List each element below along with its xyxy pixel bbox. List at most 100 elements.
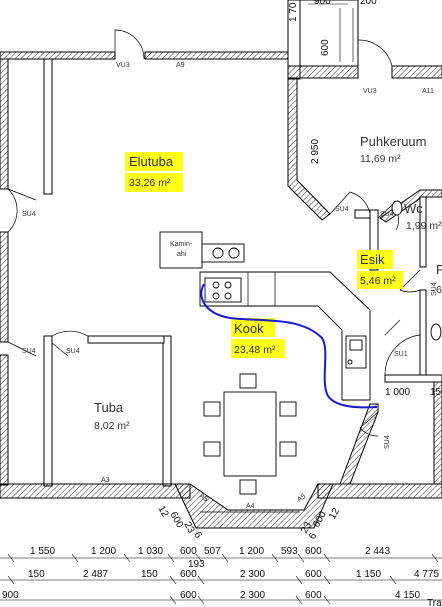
chair (239, 373, 257, 389)
code-vu3-top: VU3 (116, 62, 130, 69)
wall-wc-left (369, 209, 379, 271)
kitchen (159, 200, 442, 495)
kaminahi-line1: Kamin- (170, 241, 193, 248)
toilet (391, 200, 403, 216)
wall-inner-left-lower (43, 335, 53, 487)
wall-bottom-right (317, 483, 442, 499)
dim-r2-2: 150 (141, 569, 158, 580)
door-esik (399, 269, 421, 293)
room-esik-area: 5,46 m² (360, 275, 396, 287)
dining-table (223, 391, 277, 477)
dim-r1-7: 600 (305, 546, 322, 557)
code-su4-wc: SU4 (380, 211, 394, 218)
wall-right-exterior (433, 381, 442, 485)
dim-r1-8: 2 443 (365, 546, 390, 557)
dim-r3-1: 600 (180, 590, 197, 601)
wall-inner-left-upper (43, 58, 53, 195)
dim-r2-3: 600 (180, 569, 197, 580)
dim-bay-left-6: 6 (191, 530, 204, 541)
dim-r1-4: 507 (204, 546, 221, 557)
dim-r1-193: 193 (188, 559, 205, 570)
top-recess (299, 0, 359, 67)
highlight-elutuba-area (125, 173, 183, 192)
code-su4-left-upper: SU4 (22, 211, 36, 218)
wall-top-far-right (391, 65, 442, 79)
wall-wc-right (419, 196, 427, 268)
walls (0, 0, 442, 529)
dim-r2-5: 600 (305, 569, 322, 580)
dim-right-1000: 1 000 (385, 387, 410, 398)
code-a11: A11 (422, 88, 434, 95)
dim-bay-left-12: 12 (155, 504, 170, 520)
wall-bottom-left (0, 483, 191, 499)
highlight-esik-area (357, 271, 403, 289)
code-a3: A3 (101, 477, 110, 484)
room-wc-area: 1,99 m² (406, 220, 442, 232)
dim-bay-right-6: 6 (307, 531, 320, 542)
code-su4-left-lower: SU4 (22, 348, 36, 355)
chair (279, 401, 297, 417)
wall-tuba-right (162, 335, 172, 487)
wall-top-left (0, 51, 116, 60)
dim-top-600: 600 (320, 39, 331, 56)
dim-r1-1: 1 200 (91, 546, 116, 557)
fixture-right (430, 323, 442, 341)
room-kook-name: Kook (234, 321, 264, 336)
code-su4-tuba: SU4 (66, 348, 80, 355)
door-lower-right (359, 411, 379, 437)
door-top (114, 29, 145, 60)
dim-bay-right-12: 12 (327, 506, 342, 522)
room-p-area: 6 (436, 284, 442, 296)
door-left-upper (7, 188, 37, 233)
door-su1 (384, 319, 421, 376)
wall-top-middle (144, 51, 289, 60)
wall-puhkeruum-bottom (354, 209, 371, 219)
kitchen-counter (199, 271, 371, 401)
room-wc-name: Wc (404, 201, 423, 216)
dim-r2-0: 150 (28, 569, 45, 580)
code-a5-left: A5 (198, 493, 209, 504)
dim-r2-7: 4 775 (414, 569, 439, 580)
wall-puhkeruum-left (287, 77, 331, 221)
code-a5-right: A5 (296, 493, 307, 504)
dim-corner-text: Tra (427, 598, 442, 607)
highlight-elutuba-name (125, 152, 183, 171)
wall-left-middle (0, 231, 9, 343)
dim-bay-right-23: 23 (299, 520, 314, 536)
code-su4-puhkeruum: SU4 (335, 206, 349, 213)
dim-r1-3: 600 (180, 546, 197, 557)
dim-bay-left-23: 23 (181, 520, 196, 536)
room-esik-name: Esik (360, 252, 385, 267)
dim-top-900: 900 (314, 0, 331, 7)
dim-r2-4: 2 300 (240, 569, 265, 580)
wall-left-lower (0, 354, 9, 486)
room-elutuba-area: 33,26 m² (129, 177, 171, 189)
door-top-right (357, 39, 393, 67)
door-puhkeruum (329, 191, 371, 215)
wall-esik-right (419, 289, 427, 381)
chair (203, 441, 221, 457)
bay-window (174, 483, 334, 529)
highlight-kook-area (231, 339, 285, 358)
dim-2950: 2 950 (310, 139, 321, 164)
code-su1: SU1 (394, 351, 408, 358)
room-elutuba-name: Elutuba (129, 154, 174, 169)
wall-kitchen-angled (339, 403, 379, 485)
highlight-kook-name (231, 318, 275, 337)
drawn-route (200, 283, 378, 409)
dim-r3-3: 600 (305, 590, 322, 601)
stove (204, 277, 242, 303)
room-puhkeruum-area: 11,69 m² (360, 153, 401, 165)
dim-top-170: 1 70 (288, 2, 299, 22)
dim-r1-2: 1 030 (138, 546, 163, 557)
door-tuba (51, 330, 89, 358)
dim-r1-0: 1 550 (30, 546, 55, 557)
room-puhkeruum-name: Puhkeruum (360, 134, 426, 149)
highlight-esik-name (357, 250, 393, 269)
chair (279, 441, 297, 457)
chair (203, 401, 221, 417)
room-p-name: P (436, 262, 442, 277)
door-left-lower (7, 341, 37, 357)
